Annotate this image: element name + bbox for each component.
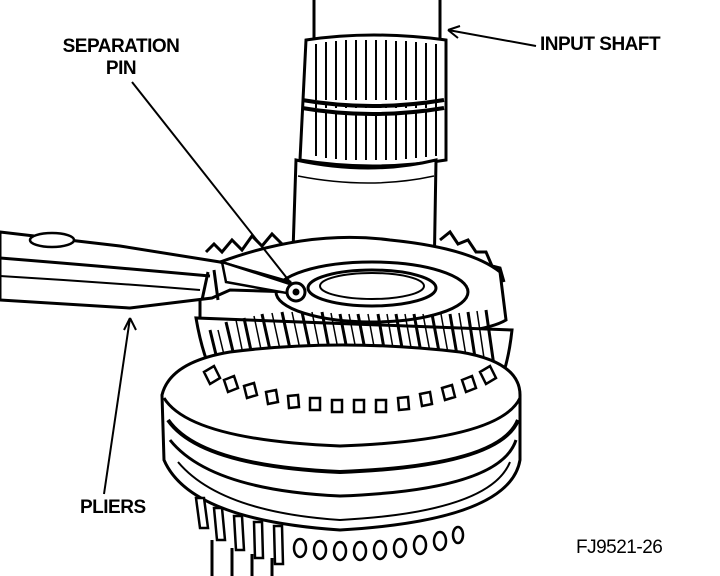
- pliers: [0, 230, 297, 310]
- pliers-arrowhead: [123, 317, 137, 331]
- separation-pin-leader: [131, 81, 291, 283]
- separation-pin: [285, 281, 307, 303]
- separation-pin-label-line1: SEPARATION: [62, 36, 180, 57]
- pliers-leader: [103, 317, 131, 495]
- synchronizer-assembly: [160, 343, 522, 576]
- input-shaft-leader: [447, 29, 537, 47]
- separation-pin-label: SEPARATION PIN: [58, 36, 184, 80]
- leader-lines: [103, 25, 537, 495]
- separation-pin-label-line2: PIN: [105, 58, 137, 79]
- pliers-label: PLIERS: [80, 497, 146, 518]
- input-shaft-label: INPUT SHAFT: [540, 34, 661, 55]
- input-shaft-arrowhead: [447, 25, 461, 39]
- figure-id-label: FJ9521-26: [576, 537, 663, 558]
